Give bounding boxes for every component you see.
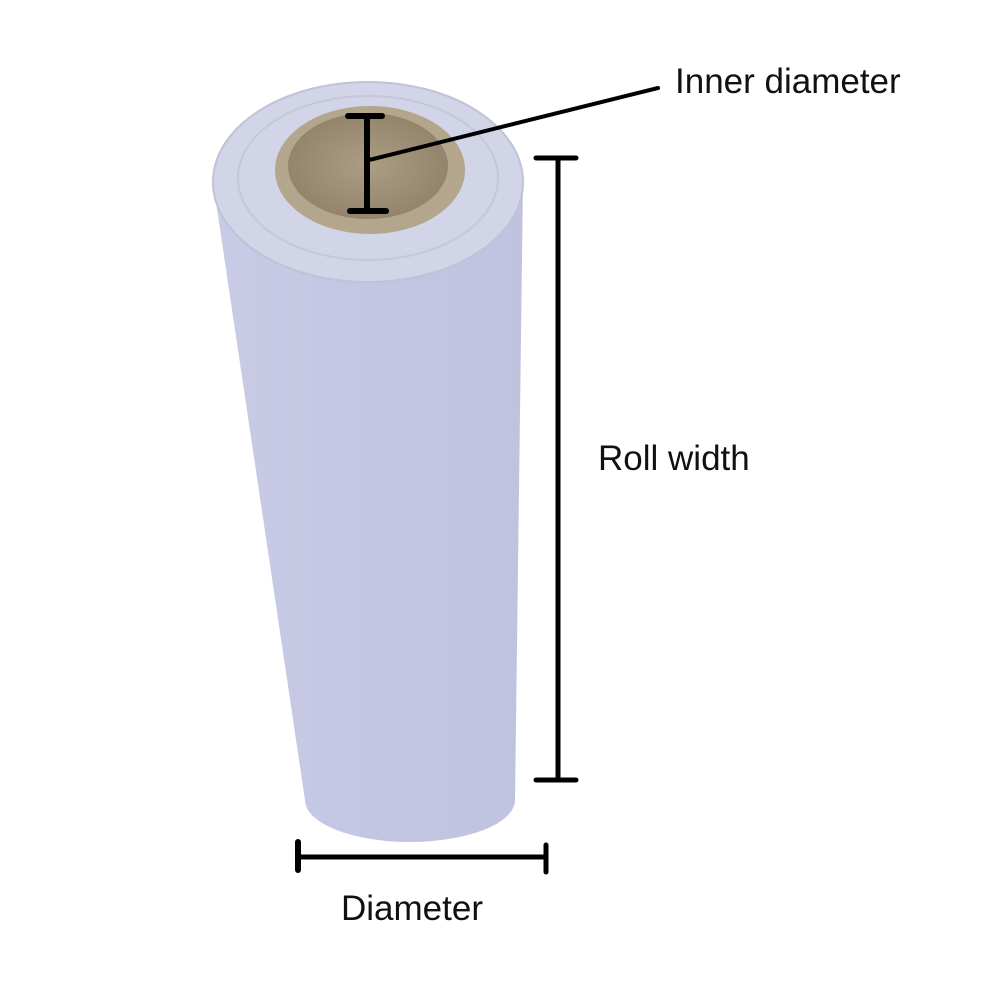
diameter-marker	[295, 839, 549, 875]
diameter-label: Diameter	[341, 889, 483, 928]
inner-diameter-leader-line	[367, 86, 660, 162]
roll-body	[213, 182, 523, 842]
inner-diameter-marker	[345, 86, 660, 214]
roll-width-marker	[533, 155, 579, 783]
inner-diameter-label: Inner diameter	[675, 62, 901, 101]
roll-width-label: Roll width	[598, 439, 750, 478]
